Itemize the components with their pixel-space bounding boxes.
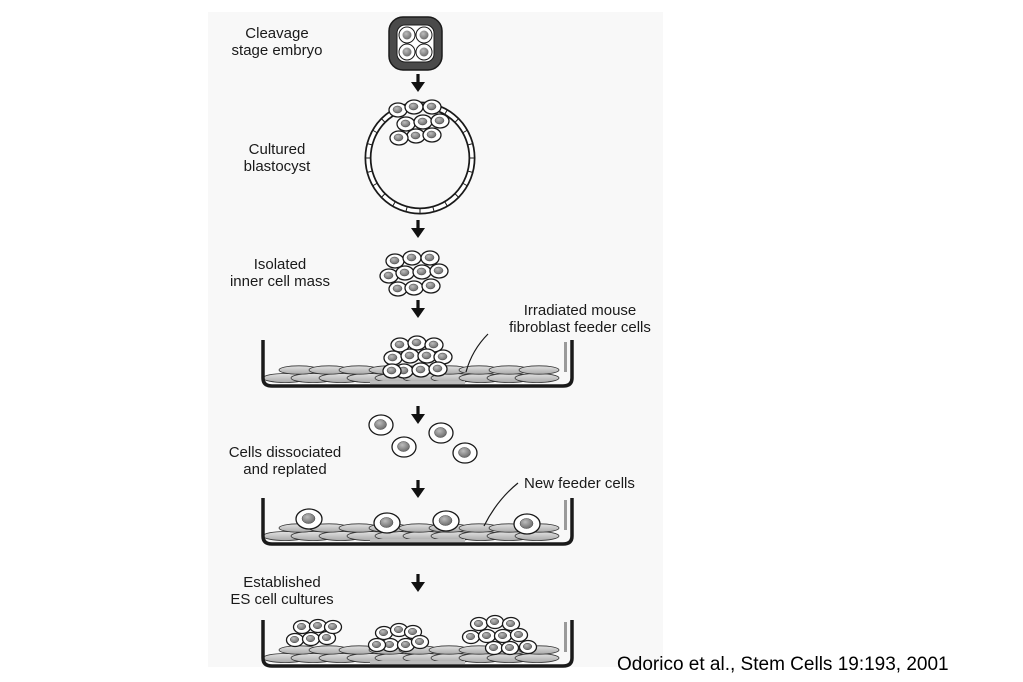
down-arrow-icon [411, 74, 425, 92]
icm-cell [420, 250, 440, 266]
culture-dish-1 [261, 335, 574, 388]
icm-cell [429, 263, 449, 279]
replated-cell [513, 513, 541, 535]
cleavage-embryo [388, 16, 443, 71]
culture-dish-2 [261, 498, 574, 546]
es-cell [469, 616, 489, 632]
es-cell [410, 634, 430, 650]
icm-cell [424, 337, 444, 353]
es-cell [367, 637, 387, 653]
arrow-group [411, 74, 425, 592]
down-arrow-icon [411, 406, 425, 424]
icm-cell [396, 116, 416, 132]
feeder-cell [514, 653, 560, 663]
dissociated-cell [368, 414, 394, 436]
feeder-cell [514, 373, 560, 383]
es-cell [493, 628, 513, 644]
es-cell [477, 628, 497, 644]
es-cell [500, 640, 520, 656]
new-feeder-leader-line [483, 482, 519, 527]
icm-cell [413, 114, 433, 130]
icm-cell [422, 127, 442, 143]
down-arrow-icon [411, 480, 425, 498]
icm-cell [385, 253, 405, 269]
citation: Odorico et al., Stem Cells 19:193, 2001 [617, 654, 949, 675]
irradiated-leader-line [465, 333, 489, 373]
down-arrow-icon [411, 574, 425, 592]
es-cell [396, 637, 416, 653]
es-cell [374, 625, 394, 641]
es-cell [509, 627, 529, 643]
icm-cell [382, 363, 402, 379]
es-cell [501, 616, 521, 632]
replated-cell [295, 508, 323, 530]
es-cell [485, 614, 505, 630]
down-arrow-icon [411, 300, 425, 318]
icm-cell [422, 99, 442, 115]
es-cell [292, 619, 312, 635]
dissociated-cell [452, 442, 478, 464]
es-cell [301, 631, 321, 647]
es-cell [518, 639, 538, 655]
dissociated-cells [368, 414, 478, 464]
es-cell [323, 619, 343, 635]
replated-cell [373, 512, 401, 534]
icm-cell [379, 268, 399, 284]
icm-cell [433, 349, 453, 365]
icm-cell [417, 348, 437, 364]
dissociated-cell [428, 422, 454, 444]
icm-cell [428, 361, 448, 377]
down-arrow-icon [411, 220, 425, 238]
icm-cell [404, 99, 424, 115]
icm-cell [389, 130, 409, 146]
icm-cell [421, 278, 441, 294]
feeder-cell [518, 365, 560, 375]
icm-cell [411, 362, 431, 378]
icm-cell [406, 128, 426, 144]
es-cell [484, 640, 504, 656]
icm-cell [412, 264, 432, 280]
dissociated-cell [391, 436, 417, 458]
icm-cell [390, 337, 410, 353]
icm-cell [388, 281, 408, 297]
isolated-inner-cell-mass [379, 250, 449, 297]
icm-cell [400, 348, 420, 364]
icm-cell [404, 280, 424, 296]
icm-cell [383, 350, 403, 366]
blastocyst [364, 99, 476, 215]
replated-cell [432, 510, 460, 532]
label-new-feeder: New feeder cells [524, 475, 635, 492]
icm-cell [430, 113, 450, 129]
icm-cell [395, 265, 415, 281]
icm-cell [388, 102, 408, 118]
es-cell [461, 629, 481, 645]
icm-cell [402, 250, 422, 266]
es-cell [285, 632, 305, 648]
culture-dish-3 [261, 614, 574, 668]
icm-cell [407, 335, 427, 351]
